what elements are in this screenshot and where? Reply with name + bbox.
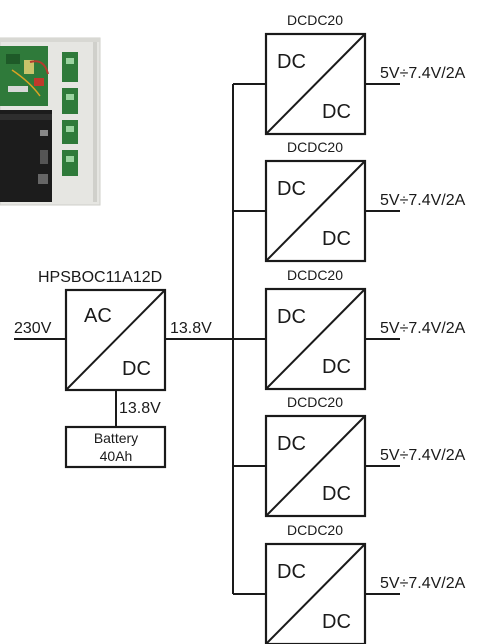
psu-output-label: DC — [122, 358, 151, 380]
converter-diagonal — [265, 415, 366, 517]
converter-title: DCDC20 — [287, 12, 343, 28]
dcdc-converter: DCDC20 DC DC 5V÷7.4V/2A — [264, 12, 466, 136]
converter-diagonal — [265, 160, 366, 262]
dcdc-converter: DCDC20 DC DC 5V÷7.4V/2A — [264, 139, 466, 263]
converter-title: DCDC20 — [287, 267, 343, 283]
converter-diagonal — [265, 33, 366, 135]
converter-output-label: DC — [322, 611, 351, 633]
converter-input-label: DC — [277, 561, 306, 583]
battery-box — [64, 425, 167, 469]
psu-diagonal — [65, 289, 166, 391]
dcdc-converter: DCDC20 DC DC 5V÷7.4V/2A — [264, 267, 466, 391]
converter-input-label: DC — [277, 306, 306, 328]
psu-title: HPSBOC11A12D — [38, 269, 162, 286]
converter-output-voltage: 5V÷7.4V/2A — [380, 65, 466, 82]
converter-output-voltage: 5V÷7.4V/2A — [380, 447, 466, 464]
enclosure-photo-icon — [0, 37, 101, 206]
converter-input-label: DC — [277, 51, 306, 73]
converter-title: DCDC20 — [287, 394, 343, 410]
psu-input-label: AC — [84, 305, 112, 327]
converter-output-label: DC — [322, 356, 351, 378]
converter-output-voltage: 5V÷7.4V/2A — [380, 575, 466, 592]
converter-diagonal — [265, 288, 366, 390]
converter-output-label: DC — [322, 483, 351, 505]
converter-title: DCDC20 — [287, 139, 343, 155]
converter-output-label: DC — [322, 101, 351, 123]
dcdc-converter: DCDC20 DC DC 5V÷7.4V/2A — [264, 394, 466, 518]
battery-capacity-label: 40Ah — [100, 448, 133, 464]
converter-output-label: DC — [322, 228, 351, 250]
converter-input-label: DC — [277, 433, 306, 455]
converter-output-voltage: 5V÷7.4V/2A — [380, 320, 466, 337]
input-voltage-label: 230V — [14, 320, 52, 337]
battery-label: Battery — [94, 430, 138, 446]
converter-title: DCDC20 — [287, 522, 343, 538]
converter-input-label: DC — [277, 178, 306, 200]
converter-output-voltage: 5V÷7.4V/2A — [380, 192, 466, 209]
output-voltage-label: 13.8V — [170, 320, 212, 337]
dcdc-converter: DCDC20 DC DC 5V÷7.4V/2A — [264, 522, 466, 644]
converter-diagonal — [265, 543, 366, 644]
battery-voltage-label: 13.8V — [119, 400, 161, 417]
